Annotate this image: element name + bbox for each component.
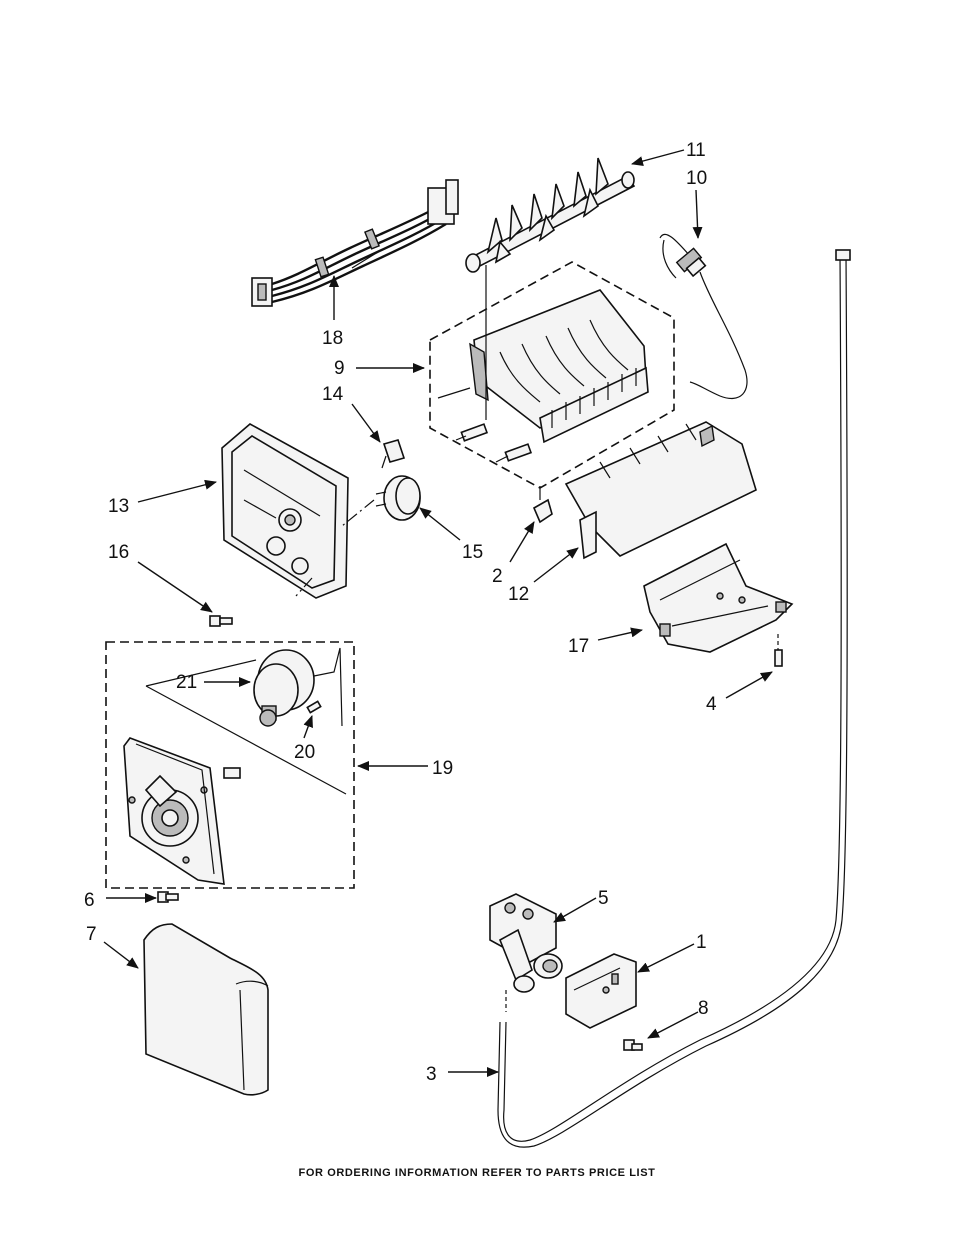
callout-20: 20	[294, 742, 315, 763]
housing-part	[221, 423, 349, 599]
leader-lines	[103, 149, 773, 1077]
callout-16: 16	[108, 542, 129, 563]
callout-4: 4	[706, 694, 717, 715]
callout-10: 10	[686, 168, 707, 189]
leader-5	[553, 897, 597, 923]
callout-9: 9	[334, 358, 345, 379]
callout-1: 1	[696, 932, 707, 953]
leader-1	[637, 943, 695, 973]
water-tube-part	[497, 249, 851, 1148]
callout-8: 8	[698, 998, 709, 1019]
screw-part-6	[157, 891, 179, 903]
callout-15: 15	[462, 542, 483, 563]
leader-7	[103, 941, 139, 969]
callout-6: 6	[84, 890, 95, 911]
screw-part-4	[774, 634, 783, 667]
leader-10	[692, 189, 703, 239]
callout-14: 14	[322, 384, 344, 405]
wire-harness-part	[251, 179, 459, 307]
mounting-clip-part	[381, 439, 406, 469]
callout-labels: 11 10 18 9 14 13 16 15 2 12 17 21 4 20 1…	[84, 140, 717, 1085]
callout-2: 2	[492, 566, 503, 587]
ejector-part	[465, 157, 636, 273]
leader-11	[631, 149, 685, 166]
callout-21: 21	[176, 672, 197, 693]
clip-part	[532, 486, 553, 524]
bracket-part	[643, 542, 794, 653]
leader-14	[351, 403, 381, 443]
callout-18: 18	[322, 328, 343, 349]
motor-plate-part	[123, 737, 241, 885]
callout-17: 17	[568, 636, 589, 657]
callout-11: 11	[686, 140, 706, 161]
leader-13	[137, 479, 217, 503]
callout-5: 5	[598, 888, 609, 909]
thermostat-part	[659, 233, 748, 400]
stripper-part	[564, 421, 757, 560]
ordering-info-footer: FOR ORDERING INFORMATION REFER TO PARTS …	[298, 1167, 656, 1179]
callout-3: 3	[426, 1064, 437, 1085]
switch-part	[341, 475, 421, 527]
screw-part-16	[209, 615, 233, 627]
leader-20	[303, 715, 313, 739]
ice-mold-part	[429, 261, 675, 489]
callout-7: 7	[86, 924, 97, 945]
leader-15	[419, 507, 461, 541]
valve-bracket-part	[565, 953, 637, 1029]
leader-16	[137, 561, 213, 613]
water-valve-part	[489, 893, 563, 1012]
leader-12	[533, 547, 579, 583]
leader-4	[725, 671, 773, 699]
callout-19: 19	[432, 758, 453, 779]
screw-part-8	[623, 1039, 643, 1051]
cover-part	[143, 923, 269, 1096]
leader-17	[597, 627, 643, 641]
motor-part	[145, 647, 347, 795]
callout-13: 13	[108, 496, 129, 517]
assembly-box-19	[105, 641, 355, 889]
leader-2	[509, 521, 535, 563]
callout-12: 12	[508, 584, 529, 605]
leader-8	[647, 1011, 699, 1039]
screw-part-20	[306, 700, 322, 714]
